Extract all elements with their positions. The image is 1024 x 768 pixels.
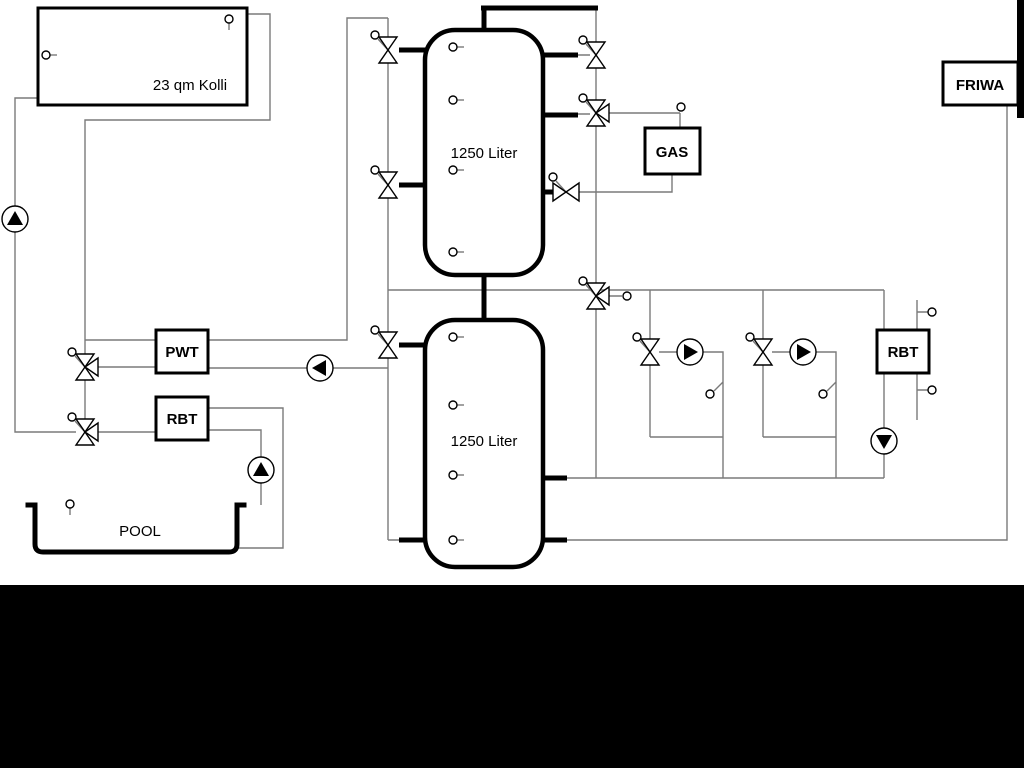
valve-icon-tank1-upper <box>370 30 398 64</box>
gas-label: GAS <box>656 144 689 161</box>
valve-icon-tank2-upper <box>370 325 398 359</box>
pipe-network-friwa <box>567 105 1008 541</box>
pump-icon-solar <box>1 205 29 233</box>
right-edge-pipe <box>1017 0 1024 118</box>
friwa-station-box <box>941 60 1020 107</box>
bottom-black-bar <box>0 585 1024 768</box>
sensor-icon-pool <box>65 499 75 516</box>
three-way-valve-icon-gas-supply <box>578 93 610 127</box>
pump-icon-rbt-right <box>870 427 898 455</box>
pump-icon-heating-circuit-2 <box>789 338 817 366</box>
pool-outline <box>25 502 247 555</box>
rbt-left-label: RBT <box>167 411 198 428</box>
rbt-left-heat-exchanger-box <box>154 395 210 442</box>
pipe-network-solar-left <box>14 13 271 433</box>
pump-icon-heating-circuit-1 <box>676 338 704 366</box>
solar-collector-box <box>36 6 249 107</box>
valve-icon-gas-return <box>548 172 580 202</box>
friwa-label: FRIWA <box>956 77 1004 94</box>
thick-pipes-and-ports <box>399 5 598 543</box>
pump-icon-pool <box>247 456 275 484</box>
three-way-valve-icon-solar-rbt <box>67 412 99 446</box>
three-way-valve-icon-solar-pwt <box>67 347 99 381</box>
sensor-icon-gas-supply <box>676 102 686 112</box>
valve-icon-heating-circuit-1 <box>632 332 660 366</box>
valve-icon-tank1-lower <box>370 165 398 199</box>
sensor-icon-circuit-2 <box>818 389 828 399</box>
rbt-right-label: RBT <box>888 344 919 361</box>
pool-label: POOL <box>119 523 161 540</box>
pipe-network-center-manifold <box>208 17 884 541</box>
pipe-network-pool <box>208 407 284 549</box>
collector-label: 23 qm Kolli <box>153 77 227 94</box>
buffer-tank-1 <box>422 27 546 278</box>
valve-icon-boiler-top <box>578 35 606 69</box>
pwt-heat-exchanger-box <box>154 328 210 375</box>
valve-icon-heating-circuit-2 <box>745 332 773 366</box>
rbt-right-heat-exchanger-box <box>875 328 931 375</box>
pipe-network-boiler-right <box>578 8 681 478</box>
buffer-tank-2 <box>422 317 546 570</box>
pump-icon-pwt <box>306 354 334 382</box>
gas-boiler-box <box>643 126 702 176</box>
sensor-icon-distribution <box>622 291 632 301</box>
three-way-valve-icon-distribution <box>578 276 610 310</box>
sensor-icon-rbt-right-top <box>927 307 937 317</box>
pwt-label: PWT <box>165 344 198 361</box>
tank-1-label: 1250 Liter <box>451 145 518 162</box>
sensor-icon-rbt-right-bottom <box>927 385 937 395</box>
sensor-icon-circuit-1 <box>705 389 715 399</box>
tank-2-label: 1250 Liter <box>451 433 518 450</box>
